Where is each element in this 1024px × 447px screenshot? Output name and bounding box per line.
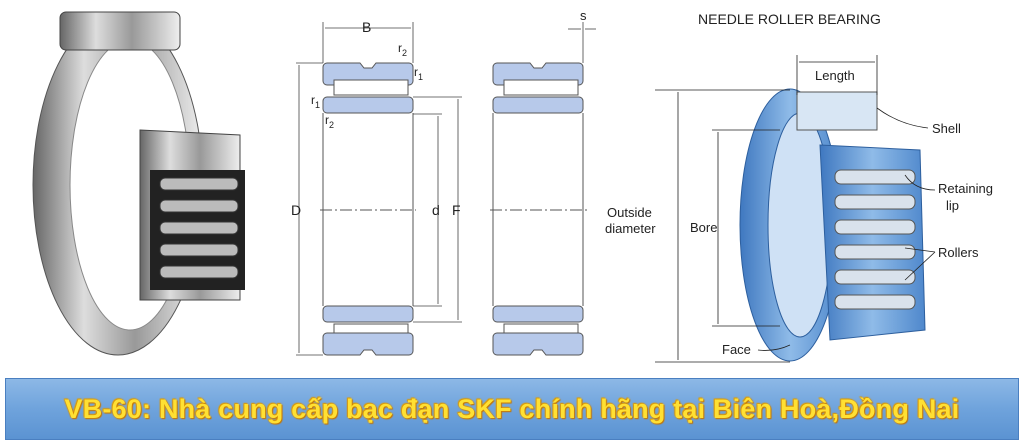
label-retaining-1: Retaining — [938, 181, 993, 196]
dim-r2-left: r2 — [325, 113, 334, 130]
label-retaining-2: lip — [946, 198, 959, 213]
banner-text: VB-60: Nhà cung cấp bạc đạn SKF chính hã… — [64, 393, 960, 424]
dimension-lines — [296, 22, 596, 356]
section-drawing-left — [320, 62, 416, 356]
label-outside-diameter-2: diameter — [605, 221, 656, 236]
label-face: Face — [722, 342, 751, 357]
label-rollers: Rollers — [938, 245, 979, 260]
label-shell: Shell — [932, 121, 961, 136]
bearing-photo — [32, 11, 245, 356]
label-outside-diameter-1: Outside — [607, 205, 652, 220]
promo-banner: VB-60: Nhà cung cấp bạc đạn SKF chính hã… — [5, 378, 1019, 440]
label-bore: Bore — [690, 220, 717, 235]
dim-r1-top: r1 — [414, 65, 423, 82]
section-drawing-right — [490, 62, 588, 356]
dim-d: d — [432, 202, 440, 218]
dim-r2-top: r2 — [398, 41, 407, 58]
label-length: Length — [815, 68, 855, 83]
dim-B: B — [362, 19, 371, 35]
dim-D: D — [291, 202, 301, 218]
dim-s: s — [580, 8, 587, 23]
diagram-title: NEEDLE ROLLER BEARING — [698, 11, 881, 27]
dim-r1-left: r1 — [311, 93, 320, 110]
dim-F: F — [452, 202, 461, 218]
diagram-leader-lines — [655, 55, 936, 363]
needle-bearing-illustration — [739, 88, 926, 362]
